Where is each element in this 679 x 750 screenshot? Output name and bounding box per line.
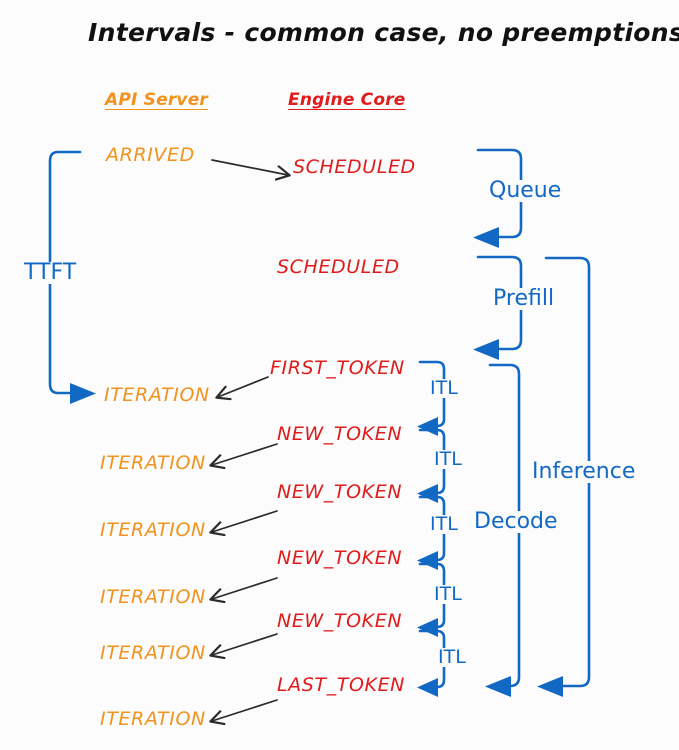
interval-label-itl-5: ITL	[436, 646, 468, 668]
interval-label-itl-1: ITL	[428, 377, 460, 399]
state-iteration-4: ITERATION	[100, 586, 206, 608]
state-iteration-1: ITERATION	[104, 384, 210, 406]
state-last-token: LAST_TOKEN	[277, 674, 405, 696]
state-new-token-2: NEW_TOKEN	[277, 481, 403, 503]
interval-label-decode: Decode	[472, 509, 560, 534]
state-arrived: ARRIVED	[106, 144, 195, 166]
arrow-new-token-to-iteration-1	[212, 443, 278, 465]
arrow-arrived-to-queued	[211, 159, 288, 175]
interval-label-ttft: TTFT	[22, 260, 79, 285]
state-iteration-3: ITERATION	[100, 519, 206, 541]
state-scheduled: SCHEDULED	[277, 256, 400, 278]
arrow-new-token-to-iteration-2	[212, 510, 278, 532]
diagram-title: Intervals - common case, no preemptions	[88, 18, 679, 47]
interval-label-queue: Queue	[487, 178, 564, 203]
arrow-last-token-to-iteration	[212, 699, 278, 721]
arrow-new-token-to-iteration-4	[212, 633, 278, 655]
column-header-api-server: API Server	[105, 90, 209, 110]
state-queued: SCHEDULED	[293, 156, 416, 178]
interval-label-itl-2: ITL	[432, 448, 464, 470]
state-first-token: FIRST_TOKEN	[270, 357, 405, 379]
interval-label-inference: Inference	[530, 459, 638, 484]
state-new-token-1: NEW_TOKEN	[277, 423, 403, 445]
bracket-itl-1	[417, 360, 446, 436]
state-new-token-4: NEW_TOKEN	[277, 610, 403, 632]
interval-label-itl-4: ITL	[432, 583, 464, 605]
column-header-engine-core: Engine Core	[288, 90, 406, 110]
interval-label-itl-3: ITL	[428, 513, 460, 535]
arrow-new-token-to-iteration-3	[212, 577, 278, 599]
arrow-first-token-to-iteration	[218, 376, 269, 397]
state-iteration-6: ITERATION	[100, 708, 206, 730]
state-new-token-3: NEW_TOKEN	[277, 547, 403, 569]
state-iteration-2: ITERATION	[100, 452, 206, 474]
interval-label-prefill: Prefill	[491, 286, 557, 311]
state-iteration-5: ITERATION	[100, 642, 206, 664]
